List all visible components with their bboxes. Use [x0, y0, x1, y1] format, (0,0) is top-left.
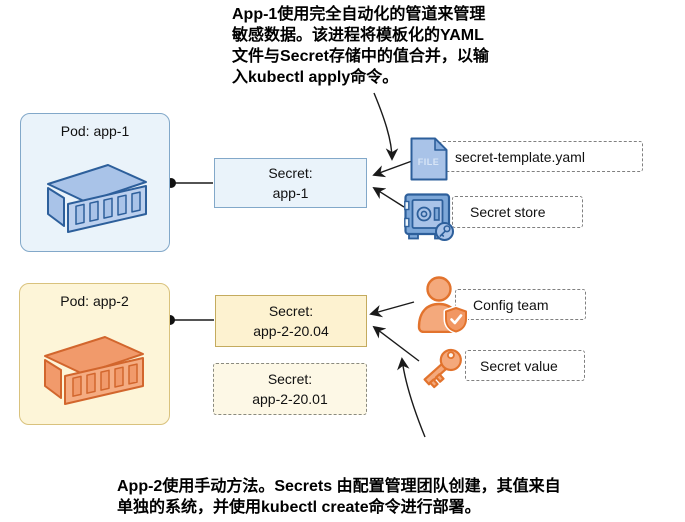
container-icon: [44, 336, 144, 405]
secret-title: Secret:: [268, 165, 313, 181]
yaml-template-box: secret-template.yaml: [440, 141, 643, 172]
secret-name: app-1: [272, 185, 309, 201]
pod-app-1-node: Pod: app-1: [20, 113, 170, 252]
file-badge-text: FILE: [418, 157, 440, 167]
config-team-label: Config team: [473, 296, 549, 313]
bottom-annotation-line: App-2使用手动方法。Secrets 由配置管理团队创建，其值来自: [117, 478, 561, 495]
bottom-annotation: App-2使用手动方法。Secrets 由配置管理团队创建，其值来自 单独的系统…: [117, 476, 561, 518]
config-team-box: Config team: [455, 289, 586, 320]
pod-app-2-node: Pod: app-2: [19, 283, 170, 425]
secret-title: Secret:: [267, 371, 313, 387]
secret-name: app-2-20.04: [253, 323, 329, 339]
secret-store-box: Secret store: [452, 196, 583, 228]
secret-store-label: Secret store: [470, 204, 546, 220]
secret-value-box: Secret value: [465, 350, 585, 381]
arrow-yaml-to-secret1: [372, 160, 413, 178]
top-annotation-line: 入kubectl apply命令。: [232, 69, 399, 86]
arrow-store-to-secret1: [372, 186, 405, 208]
secret-app-2-old-node: Secret: app-2-20.01: [213, 363, 367, 415]
person-shield-icon: [417, 276, 468, 333]
yaml-file-icon: FILE: [410, 137, 448, 181]
pod-app-2-label: Pod: app-2: [60, 293, 129, 309]
secret-value-label: Secret value: [480, 357, 558, 374]
bottom-annotation-line: 单独的系统，并使用kubectl create命令进行部署。: [117, 499, 481, 516]
secret-app-2-current-node: Secret: app-2-20.04: [215, 295, 367, 347]
container-icon: [47, 164, 147, 233]
safe-icon: [404, 193, 454, 241]
secret-title: Secret:: [268, 303, 314, 319]
top-annotation-line: 敏感数据。该进程将模板化的YAML: [232, 27, 484, 44]
secret-app-1-node: Secret: app-1: [214, 158, 367, 208]
arrow-value-to-secret2: [372, 325, 420, 362]
secret-name: app-2-20.01: [252, 391, 328, 407]
top-annotation-line: 文件与Secret存储中的值合并，以输: [232, 48, 489, 65]
key-icon: [423, 348, 462, 389]
key-badge-icon: [435, 222, 454, 241]
pod-app-1-label: Pod: app-1: [60, 123, 130, 139]
arrow-top-note-pointer: [373, 92, 399, 161]
arrow-bottom-note-pointer: [397, 357, 426, 438]
arrow-team-to-secret2: [369, 301, 415, 318]
top-annotation-line: App-1使用完全自动化的管道来管理: [232, 6, 486, 23]
top-annotation: App-1使用完全自动化的管道来管理 敏感数据。该进程将模板化的YAML 文件与…: [232, 4, 489, 88]
yaml-template-label: secret-template.yaml: [455, 148, 585, 165]
